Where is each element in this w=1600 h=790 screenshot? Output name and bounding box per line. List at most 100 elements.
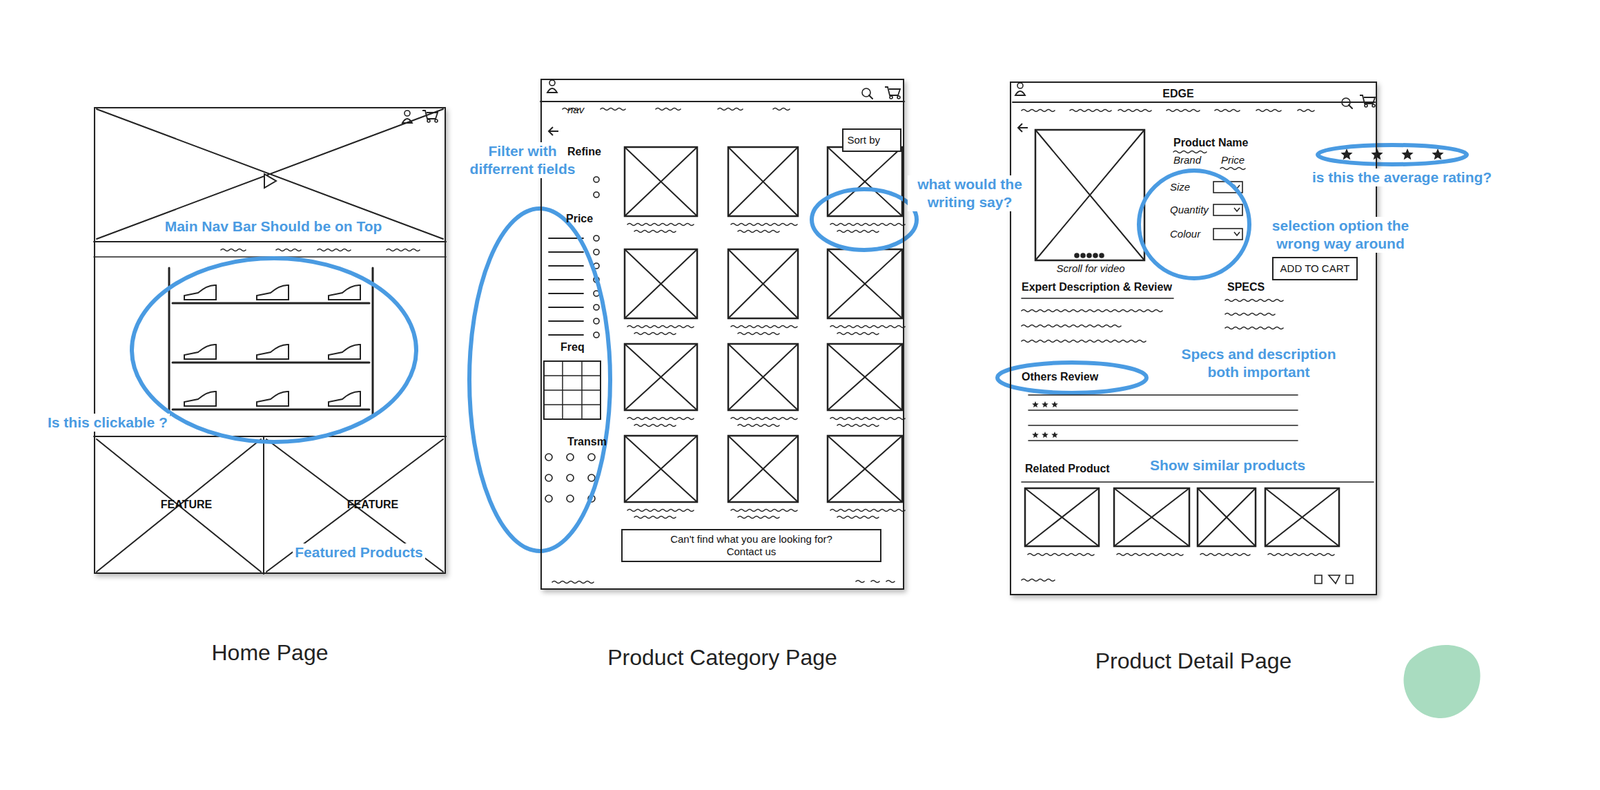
sketch-line [624,249,698,319]
sketch-box [624,435,698,502]
callout-ellipse [811,189,917,250]
rating-star [1031,401,1039,408]
squiggle [634,332,676,335]
shoe-icon [328,344,361,359]
squiggle [1118,109,1152,112]
squiggle [627,417,694,420]
squiggle [1069,109,1112,112]
squiggle [1173,151,1207,154]
squiggle [1166,109,1200,112]
wireframe-label: Colour [1169,227,1201,241]
annotation-note: Main Nav Bar Should be on Top [162,217,385,236]
callout-ellipse [131,258,417,442]
sketch-line [262,436,265,574]
wireframe-label: Brand [1173,153,1202,167]
wireframe-label: SPECS [1227,280,1265,294]
wireframe-label: Expert Description & Review [1021,280,1173,294]
sketch-line [728,435,798,502]
play-icon [264,173,277,188]
back-arrow [1018,123,1028,132]
squiggle [634,230,676,233]
sketch-box [624,147,698,217]
shoe-icon [328,391,361,406]
squiggle [627,325,694,328]
button-box: Sort by [842,128,902,152]
radio-circle [1364,104,1368,107]
squiggle [634,424,676,427]
sketch-line [543,403,601,406]
sketch-line [1012,101,1375,103]
sketch-line [1028,424,1298,426]
radio-circle [434,119,438,123]
sketch-line [1021,297,1174,299]
back-arrow [548,127,559,136]
sketch-line [543,374,601,377]
squiggle [1021,340,1146,343]
radio-circle [593,332,600,338]
squiggle [730,417,798,420]
annotation-note: Is this clickable ? [45,413,170,432]
sketch-line [624,435,698,502]
squiggle [855,580,865,583]
sketch-line [93,240,446,243]
radio-circle [1087,253,1092,258]
squiggle [773,108,790,111]
shoe-icon [328,285,361,300]
callout-ellipse [997,362,1147,393]
sketch-line [96,438,261,572]
sketch-line [1028,394,1298,396]
annotation-note: Specs and description both important [1172,345,1346,382]
page-caption: Product Category Page [607,644,838,671]
button-text: Can't find what you are looking for? Con… [658,532,845,558]
sketch-line [266,438,444,572]
shoe-icon [184,285,217,300]
squiggle [717,108,743,111]
annotation-note: selection option the wrong way around [1254,216,1428,253]
squiggle [1267,553,1335,556]
sketch-line [1114,488,1190,546]
sketch-line [728,147,798,217]
squiggle [886,580,895,583]
sketch-box [1213,228,1243,240]
rating-star [1051,401,1059,408]
sketch-line [561,361,564,419]
squiggle [730,223,798,226]
squiggle [627,223,694,226]
radio-circle [593,191,600,198]
squiggle [737,424,780,427]
squiggle [600,108,626,111]
page-caption: Product Detail Page [1095,648,1293,674]
sketch-box [827,147,903,217]
sketch-line [624,343,698,411]
wireframe-label: EDGE [1162,87,1194,101]
annotation-note: is this the average rating? [1310,168,1494,187]
sketch-line [869,95,873,99]
squiggle [1027,553,1095,556]
squiggle [220,249,246,252]
radio-circle [404,110,411,116]
rating-star [1370,148,1383,160]
squiggle [1021,325,1121,328]
radio-circle [593,235,600,241]
squiggle [730,325,798,328]
sketch-line [1114,488,1190,546]
squiggle [830,223,905,226]
sketch-line [1265,488,1340,546]
sketch-line [372,267,375,416]
sketch-line [93,435,446,437]
rating-star [1340,148,1353,160]
annotation-note: what would the writing say? [907,175,1033,212]
radio-circle [593,318,600,324]
sketch-line [172,408,370,411]
sketch-line [827,249,903,319]
button-box: Can't find what you are looking for? Con… [621,528,882,562]
rating-star [1401,148,1413,160]
squiggle [737,332,780,335]
shoe-icon [184,391,217,406]
squiggle [1214,109,1240,112]
sketch-line [1265,488,1340,546]
radio-circle [1093,253,1098,258]
squiggle [655,108,681,111]
sketch-line [548,292,584,295]
sketch-line [624,147,698,217]
